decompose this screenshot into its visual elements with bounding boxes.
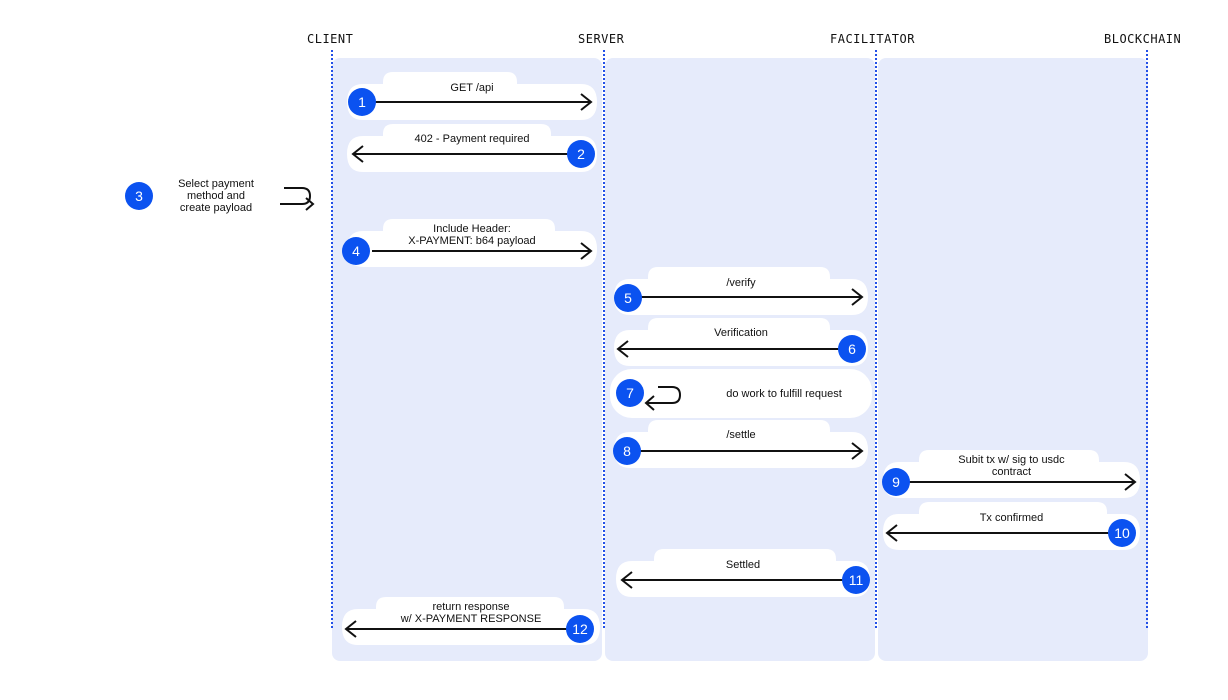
actor-blockchain: BLOCKCHAIN — [1104, 32, 1182, 46]
step-1-label: GET /api — [450, 82, 494, 94]
step-7-message: 7 do work to fulfill request — [610, 369, 872, 418]
step-5-message: /verify 5 — [612, 267, 870, 315]
step-2-message: 402 - Payment required 2 — [345, 124, 599, 172]
step-5-bubble — [614, 267, 868, 315]
step-3-bubble — [120, 170, 324, 222]
left-arrow-icon — [344, 620, 570, 638]
step-1-message: GET /api 1 — [345, 72, 599, 120]
actor-server: SERVER — [578, 32, 625, 46]
lifeline-client — [331, 50, 333, 628]
step-9-bubble — [883, 450, 1140, 498]
step-9-label: Subit tx w/ sig to usdc contract — [958, 454, 1065, 478]
step-4-label: Include Header: X-PAYMENT: b64 payload — [408, 223, 536, 247]
step-11-label: Settled — [725, 559, 761, 571]
step-10-message: Tx confirmed 10 — [881, 502, 1142, 550]
step-8-label: /settle — [726, 429, 756, 441]
step-2-bubble — [347, 124, 597, 172]
step-1-badge: 1 — [348, 88, 376, 116]
right-arrow-icon — [372, 93, 593, 111]
right-arrow-icon — [372, 242, 593, 260]
step-12-label: return response w/ X-PAYMENT RESPONSE — [400, 601, 542, 625]
step-8-badge: 8 — [613, 437, 641, 465]
step-3-badge: 3 — [125, 182, 153, 210]
right-arrow-icon — [638, 288, 864, 306]
step-2-badge: 2 — [567, 140, 595, 168]
left-arrow-icon — [351, 145, 571, 163]
step-10-bubble — [883, 502, 1140, 550]
step-8-bubble — [614, 420, 868, 468]
step-1-bubble — [347, 72, 597, 120]
step-9-badge: 9 — [882, 468, 910, 496]
lifeline-blockchain — [1146, 50, 1148, 628]
step-7-badge: 7 — [616, 379, 644, 407]
actor-facilitator: FACILITATOR — [830, 32, 915, 46]
step-12-bubble — [342, 597, 600, 645]
step-11-bubble — [616, 549, 870, 597]
step-8-message: /settle 8 — [612, 420, 870, 468]
loop-arrow-icon — [644, 386, 682, 411]
step-5-badge: 5 — [614, 284, 642, 312]
loop-arrow-icon — [280, 187, 315, 211]
step-2-label: 402 - Payment required — [414, 133, 530, 145]
step-3-label: Select payment method and create payload — [178, 178, 254, 214]
step-10-label: Tx confirmed — [979, 512, 1044, 524]
step-4-bubble — [347, 219, 597, 267]
step-7-label: do work to fulfill request — [726, 388, 842, 400]
step-4-badge: 4 — [342, 237, 370, 265]
step-9-message: Subit tx w/ sig to usdc contract 9 — [881, 450, 1142, 498]
left-arrow-icon — [616, 340, 840, 358]
facilitator-lane — [878, 58, 1148, 661]
step-5-label: /verify — [726, 277, 756, 289]
left-arrow-icon — [885, 524, 1109, 542]
actor-client: CLIENT — [307, 32, 354, 46]
step-6-bubble — [614, 318, 868, 366]
left-arrow-icon — [620, 571, 844, 589]
step-12-message: return response w/ X-PAYMENT RESPONSE 12 — [340, 597, 602, 646]
step-11-badge: 11 — [842, 566, 870, 594]
lifeline-facilitator — [875, 50, 877, 628]
right-arrow-icon — [638, 442, 864, 460]
step-6-badge: 6 — [838, 335, 866, 363]
step-12-badge: 12 — [566, 615, 594, 643]
step-6-message: Verification 6 — [612, 318, 870, 366]
step-4-message: Include Header: X-PAYMENT: b64 payload 4 — [342, 219, 599, 267]
step-11-message: Settled 11 — [614, 549, 872, 597]
step-10-badge: 10 — [1108, 519, 1136, 547]
lifeline-server — [603, 50, 605, 628]
step-6-label: Verification — [714, 327, 768, 339]
right-arrow-icon — [908, 473, 1137, 491]
step-3-message: 3 Select payment method and create paylo… — [120, 170, 324, 222]
